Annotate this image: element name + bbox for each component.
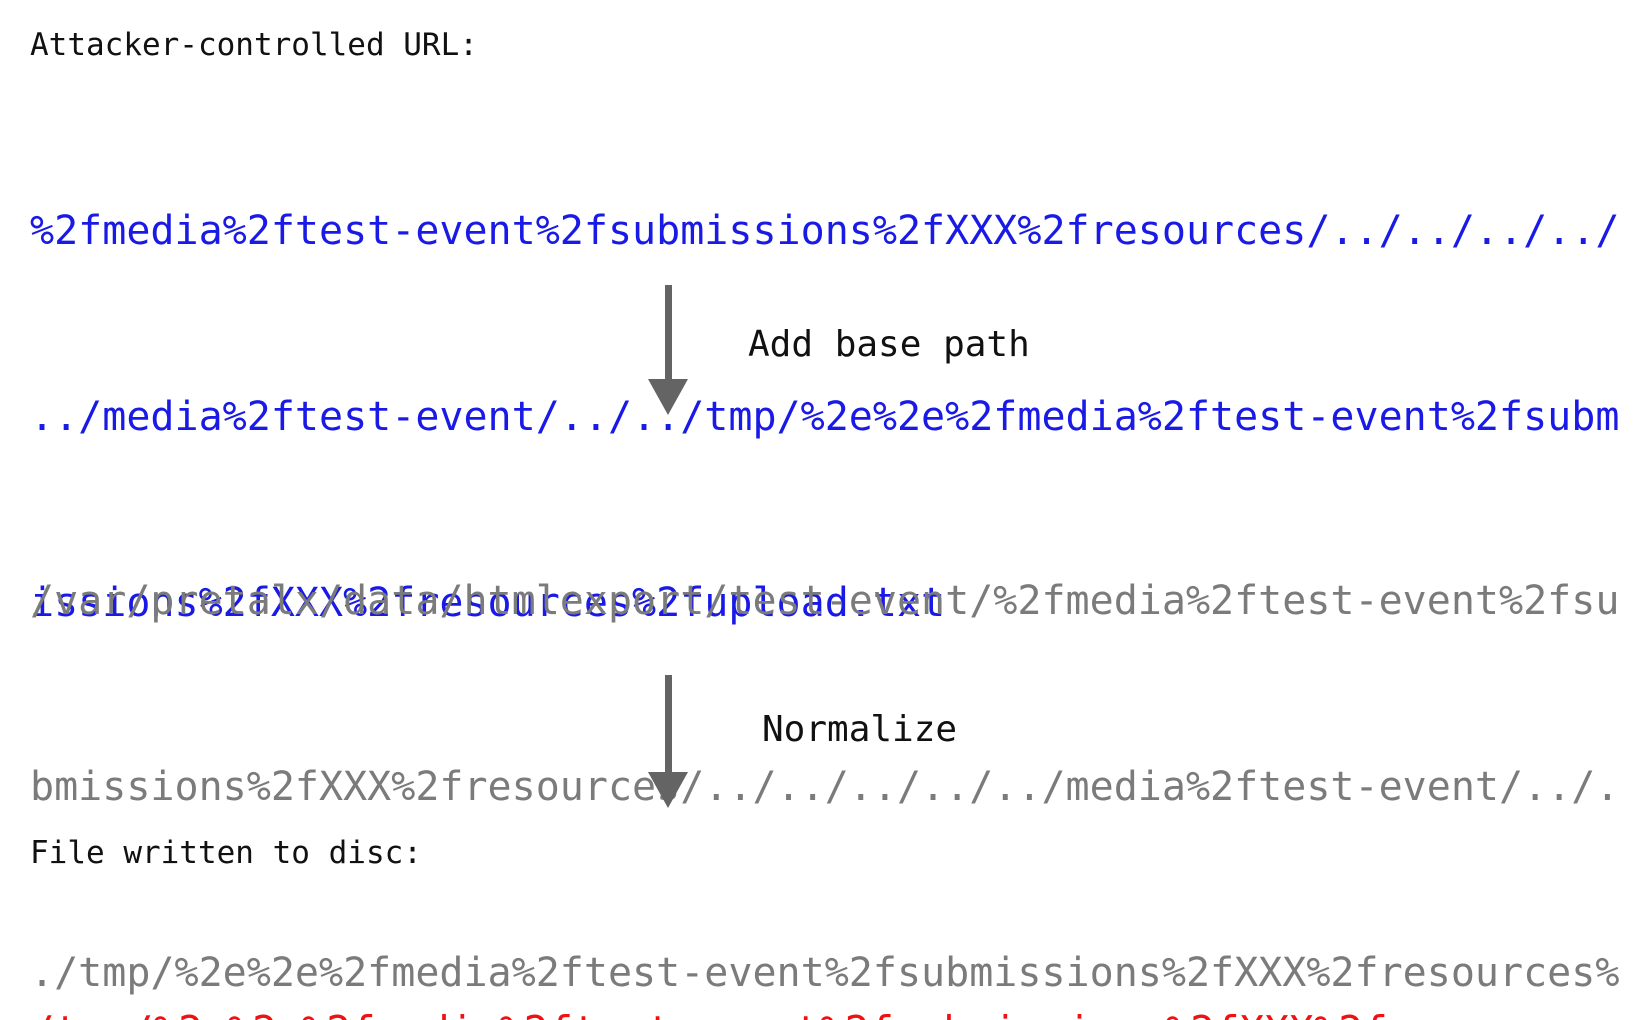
attacker-url-label: Attacker-controlled URL:: [30, 27, 478, 63]
code-line: ./tmp/%2e%2e%2fmedia%2ftest-event%2fsubm…: [30, 950, 1620, 996]
arrow-shaft: [664, 285, 672, 379]
attacker-url-code: %2fmedia%2ftest-event%2fsubmissions%2fXX…: [30, 76, 1619, 758]
code-line: ../media%2ftest-event/../../tmp/%2e%2e%2…: [30, 394, 1620, 440]
code-line: /var/pretalx/data/htmlexport/test-event/…: [30, 578, 1620, 624]
normalize-label: Normalize: [762, 709, 958, 750]
arrow-head: [648, 379, 688, 415]
code-line: %2fmedia%2ftest-event%2fsubmissions%2fXX…: [30, 208, 1620, 254]
arrow-shaft: [664, 675, 672, 772]
add-base-path-label: Add base path: [748, 324, 1030, 365]
down-arrow-icon: [648, 675, 688, 808]
arrow-head: [648, 772, 688, 808]
code-line: bmissions%2fXXX%2fresources/../../../../…: [30, 764, 1620, 810]
code-line: issions%2fXXX%2fresources%2fupload.txt: [30, 580, 946, 626]
file-path-code: /tmp/%2e%2e%2fmedia%2ftest-event%2fsubmi…: [30, 876, 1511, 1020]
down-arrow-icon: [648, 285, 688, 415]
code-line: /tmp/%2e%2e%2fmedia%2ftest-event%2fsubmi…: [30, 1000, 1511, 1020]
file-written-label: File written to disc:: [30, 835, 422, 871]
base-path-code: /var/pretalx/data/htmlexport/test-event/…: [30, 446, 1619, 1020]
